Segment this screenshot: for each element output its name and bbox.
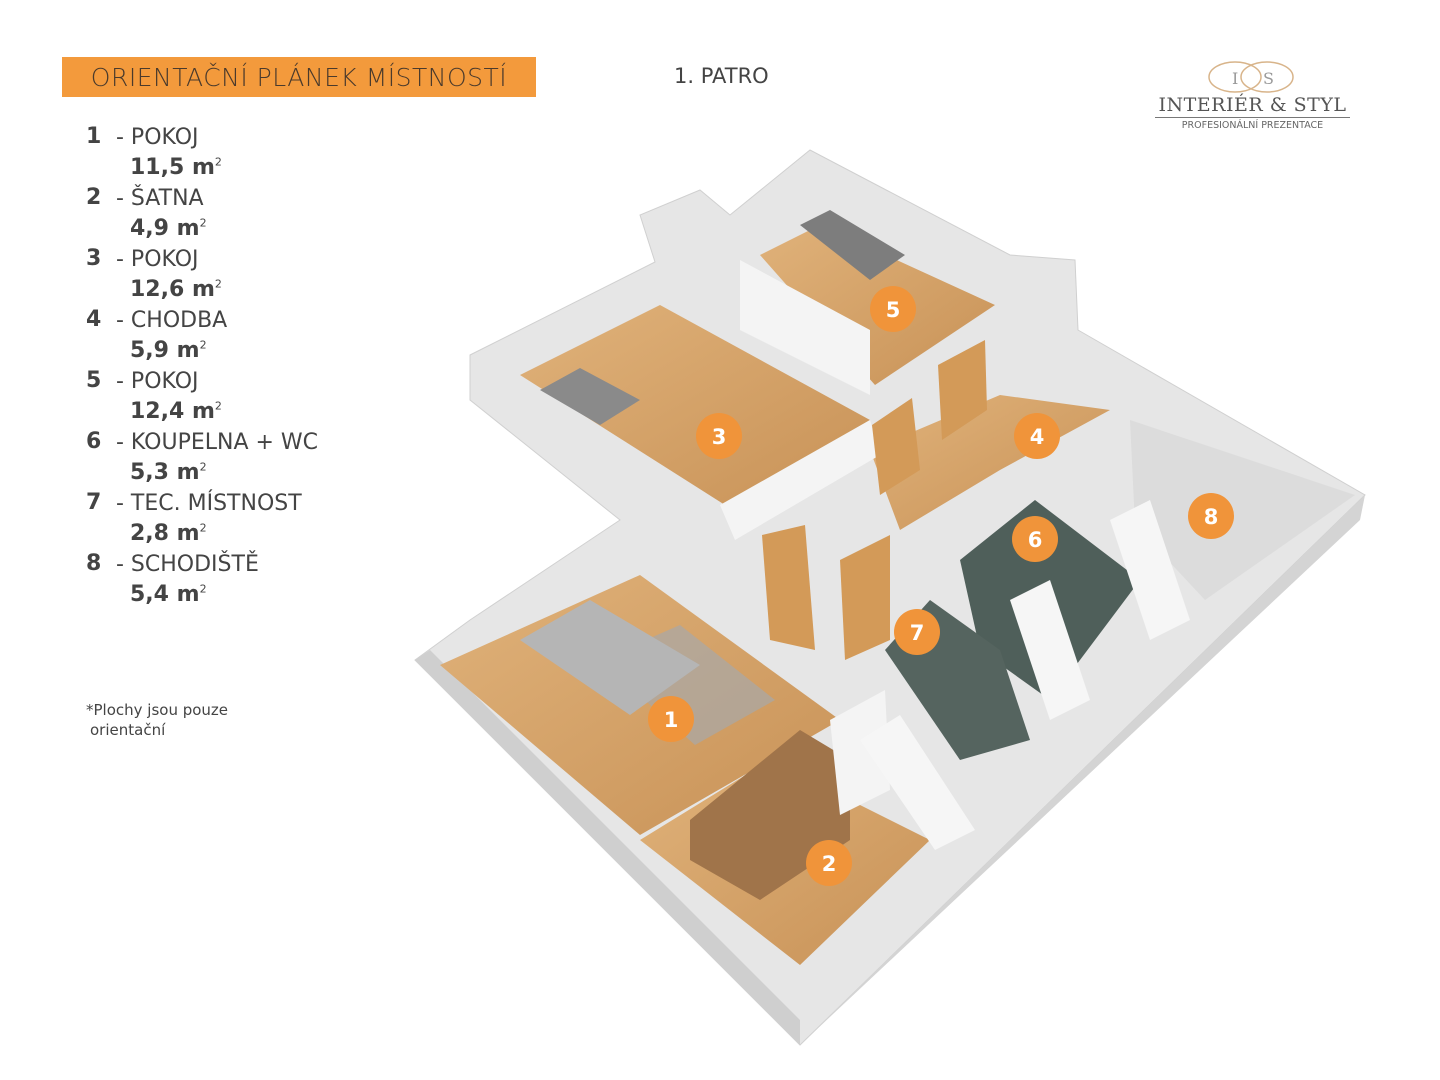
floor-label: 1. PATRO — [674, 64, 769, 88]
room-area-unit: 2 — [214, 399, 222, 413]
marker-circle — [648, 696, 694, 742]
room-area: 11,5 m2 — [130, 155, 222, 180]
area-note: *Plochy jsou pouze orientační — [86, 700, 228, 740]
logo-tagline: PROFESIONÁLNÍ PREZENTACE — [1181, 120, 1324, 131]
room-name: - KOUPELNA + WC — [116, 430, 319, 455]
note-line-1: *Plochy jsou pouze — [86, 701, 229, 719]
room-area-value: 5,3 m — [130, 460, 200, 485]
room-area: 5,9 m2 — [130, 338, 207, 363]
room-marker-6: 6 — [1012, 516, 1058, 562]
room-marker-2: 2 — [806, 840, 852, 886]
room-area-value: 4,9 m — [130, 216, 200, 241]
room-number: 2 — [86, 185, 102, 210]
logo-name: INTERIÉR & STYL — [1155, 94, 1350, 118]
room-marker-3: 3 — [696, 413, 742, 459]
marker-number: 1 — [664, 708, 679, 732]
svg-text:I: I — [1232, 69, 1238, 88]
room-name: - POKOJ — [116, 125, 199, 150]
room-area: 12,4 m2 — [130, 399, 222, 424]
room-marker-7: 7 — [894, 609, 940, 655]
room-name: - ŠATNA — [116, 186, 204, 211]
room-area: 12,6 m2 — [130, 277, 222, 302]
room-8-floor — [1130, 420, 1355, 600]
page-title: ORIENTAČNÍ PLÁNEK MÍSTNOSTÍ — [90, 62, 508, 92]
room-area-value: 12,4 m — [130, 399, 215, 424]
marker-circle — [1012, 516, 1058, 562]
room-marker-4: 4 — [1014, 413, 1060, 459]
room-area: 5,4 m2 — [130, 582, 207, 607]
room-name: - CHODBA — [116, 308, 228, 333]
room-3-floor — [520, 305, 870, 505]
marker-number: 7 — [910, 621, 925, 645]
room-number: 6 — [86, 429, 102, 454]
marker-circle — [870, 286, 916, 332]
title-banner: ORIENTAČNÍ PLÁNEK MÍSTNOSTÍ — [62, 57, 536, 97]
marker-circle — [806, 840, 852, 886]
marker-number: 6 — [1028, 528, 1043, 552]
marker-circle — [1188, 493, 1234, 539]
room-area-unit: 2 — [199, 338, 207, 352]
room-number: 4 — [86, 307, 102, 332]
marker-circle — [1014, 413, 1060, 459]
room-area: 2,8 m2 — [130, 521, 207, 546]
room-area-value: 11,5 m — [130, 155, 215, 180]
room-area-value: 2,8 m — [130, 521, 200, 546]
room-area-unit: 2 — [199, 460, 207, 474]
marker-number: 2 — [822, 852, 837, 876]
room-marker-5: 5 — [870, 286, 916, 332]
room-number: 1 — [86, 124, 102, 149]
room-area-unit: 2 — [214, 155, 222, 169]
room-marker-1: 1 — [648, 696, 694, 742]
note-line-2: orientační — [90, 721, 166, 739]
room-name: - POKOJ — [116, 369, 199, 394]
marker-number: 4 — [1030, 425, 1045, 449]
room-area: 4,9 m2 — [130, 216, 207, 241]
room-area-value: 5,4 m — [130, 582, 200, 607]
room-number: 8 — [86, 551, 102, 576]
room-area-value: 5,9 m — [130, 338, 200, 363]
room-area-unit: 2 — [199, 216, 207, 230]
room-name: - SCHODIŠTĚ — [116, 552, 259, 577]
room-marker-8: 8 — [1188, 493, 1234, 539]
room-number: 5 — [86, 368, 102, 393]
room-name: - TEC. MÍSTNOST — [116, 491, 302, 516]
room-area-unit: 2 — [199, 521, 207, 535]
room-number: 7 — [86, 490, 102, 515]
room-number: 3 — [86, 246, 102, 271]
svg-text:S: S — [1263, 69, 1274, 88]
room-area-unit: 2 — [214, 277, 222, 291]
room-area: 5,3 m2 — [130, 460, 207, 485]
marker-number: 3 — [712, 425, 727, 449]
room-area-value: 12,6 m — [130, 277, 215, 302]
marker-circle — [894, 609, 940, 655]
marker-circle — [696, 413, 742, 459]
marker-number: 8 — [1204, 505, 1219, 529]
marker-number: 5 — [886, 298, 901, 322]
room-name: - POKOJ — [116, 247, 199, 272]
room-area-unit: 2 — [199, 582, 207, 596]
